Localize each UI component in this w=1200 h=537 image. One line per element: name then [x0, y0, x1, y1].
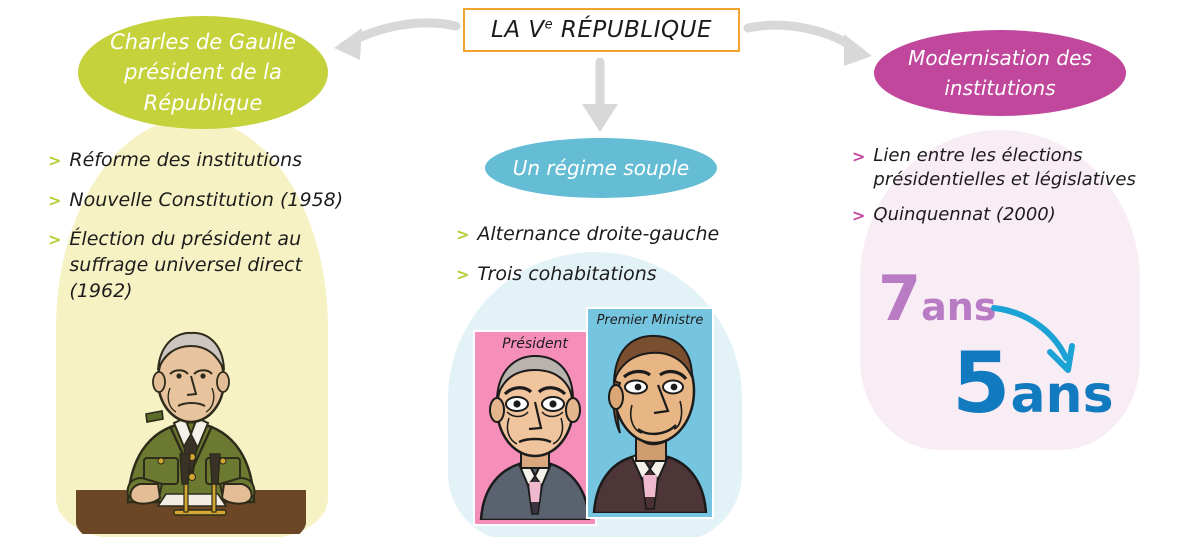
- branch-heading-left-line-2: président de la: [124, 60, 282, 85]
- list-item-label: Lien entre les élections présidentielles…: [873, 145, 1136, 191]
- connector-arrow-right: [740, 16, 880, 84]
- mandate-before-number: 7: [878, 262, 922, 335]
- list-item: > Élection du président au suffrage univ…: [48, 227, 348, 304]
- connector-arrow-down: [568, 57, 632, 140]
- page-title: LA Ve RÉPUBLIQUE: [491, 17, 712, 43]
- list-item-label: Quinquennat (2000): [873, 203, 1056, 225]
- president-card: Président: [473, 330, 597, 526]
- mandate-after-unit: ans: [1010, 365, 1114, 425]
- branch-list-left: > Réforme des institutions > Nouvelle Co…: [48, 148, 348, 318]
- branch-heading-right: Modernisation des institutions: [874, 30, 1126, 116]
- mandate-after: 5ans: [952, 334, 1114, 432]
- president-card-label: Président: [502, 336, 568, 352]
- list-item-label: Alternance droite-gauche: [477, 223, 720, 245]
- bullet-marker-icon: >: [48, 230, 62, 250]
- branch-heading-left-line-3: République: [143, 90, 263, 115]
- list-item-label: Nouvelle Constitution (1958): [69, 188, 344, 211]
- branch-heading-right-line-2: institutions: [944, 76, 1056, 100]
- bullet-marker-icon: >: [456, 264, 470, 284]
- mandate-duration-graphic: 7ans 5ans: [868, 262, 1138, 432]
- mandate-after-number: 5: [952, 334, 1011, 432]
- branch-list-center: > Alternance droite-gauche > Trois cohab…: [456, 222, 756, 301]
- branch-list-right: > Lien entre les élections présidentiell…: [852, 144, 1182, 237]
- branch-heading-left-line-1: Charles de Gaulle: [110, 29, 296, 54]
- list-item: > Réforme des institutions: [48, 148, 348, 174]
- prime-minister-card: Premier Ministre: [586, 307, 714, 519]
- branch-heading-right-line-1: Modernisation des: [908, 46, 1092, 70]
- connector-arrow-left: [326, 12, 466, 76]
- list-item: > Alternance droite-gauche: [456, 222, 756, 248]
- bullet-marker-icon: >: [48, 151, 62, 170]
- bullet-marker-icon: >: [852, 147, 866, 166]
- bullet-marker-icon: >: [456, 225, 470, 244]
- list-item-label: Réforme des institutions: [69, 149, 303, 171]
- list-item: > Lien entre les élections présidentiell…: [852, 144, 1182, 193]
- diagram-title-box: LA Ve RÉPUBLIQUE: [463, 8, 740, 52]
- list-item-label: Élection du président au suffrage univer…: [69, 228, 303, 302]
- prime-minister-card-label: Premier Ministre: [596, 313, 704, 328]
- bullet-marker-icon: >: [852, 205, 866, 225]
- mandate-before: 7ans: [878, 262, 996, 335]
- bullet-marker-icon: >: [48, 190, 62, 210]
- mandate-before-unit: ans: [921, 285, 997, 329]
- president-portrait-illustration: [475, 352, 595, 524]
- branch-heading-center: Un régime souple: [485, 138, 717, 198]
- mandate-change-arrow-icon: [988, 300, 1096, 382]
- branch-heading-left: Charles de Gaulle président de la Républ…: [78, 16, 328, 129]
- list-item-label: Trois cohabitations: [477, 262, 657, 285]
- list-item: > Quinquennat (2000): [852, 203, 1182, 227]
- branch-heading-center-label: Un régime souple: [512, 156, 690, 180]
- charles-de-gaulle-illustration: [66, 322, 316, 537]
- list-item: > Nouvelle Constitution (1958): [48, 188, 348, 214]
- right-background-blob: [860, 130, 1140, 450]
- prime-minister-portrait-illustration: [588, 329, 712, 517]
- list-item: > Trois cohabitations: [456, 262, 756, 288]
